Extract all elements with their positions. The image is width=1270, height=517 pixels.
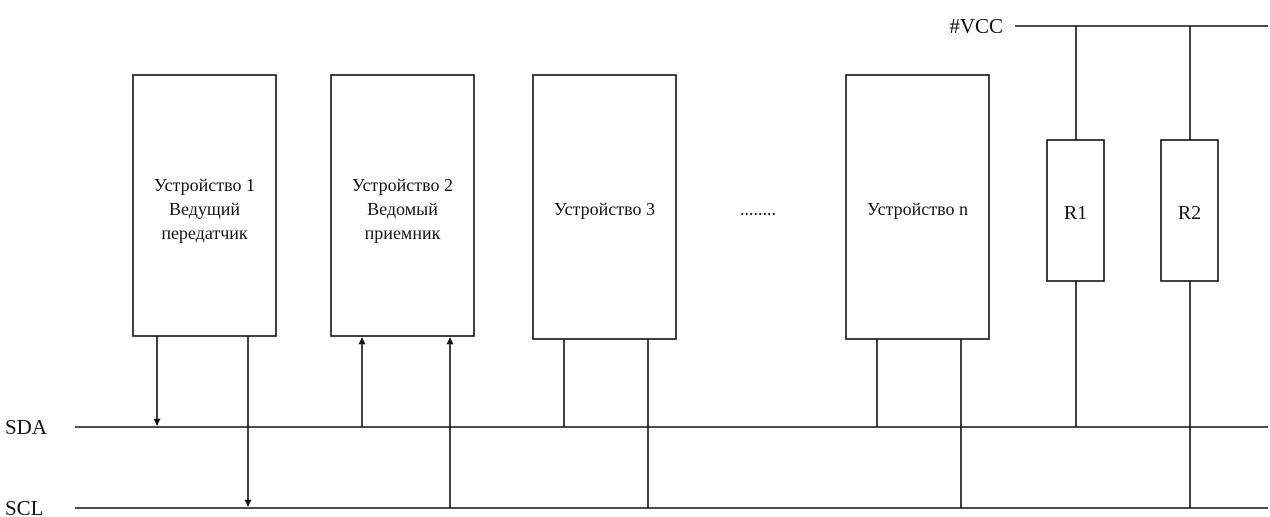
device-2-line-2: Ведомый — [367, 199, 438, 219]
device-1-line-1: Устройство 1 — [154, 175, 255, 195]
device-1-line-2: Ведущий — [169, 199, 240, 219]
device-3-line-1: Устройство 3 — [554, 199, 655, 219]
device-n-box — [845, 74, 990, 340]
device-n-line-1: Устройство n — [867, 199, 968, 219]
vcc-label: #VCC — [949, 14, 1003, 38]
device-2-line-1: Устройство 2 — [352, 175, 453, 195]
r2-label: R2 — [1178, 202, 1201, 224]
r1-label: R1 — [1064, 202, 1087, 224]
sda-label: SDA — [5, 415, 48, 439]
device-1-box — [132, 74, 277, 337]
device-2-line-3: приемник — [365, 223, 441, 243]
r2-resistor — [1160, 139, 1219, 282]
scl-label: SCL — [5, 496, 44, 517]
more-devices-ellipsis: ........ — [740, 199, 776, 219]
device-2-box — [330, 74, 475, 337]
device-3-box — [532, 74, 677, 340]
device-1-line-3: передатчик — [161, 223, 248, 243]
